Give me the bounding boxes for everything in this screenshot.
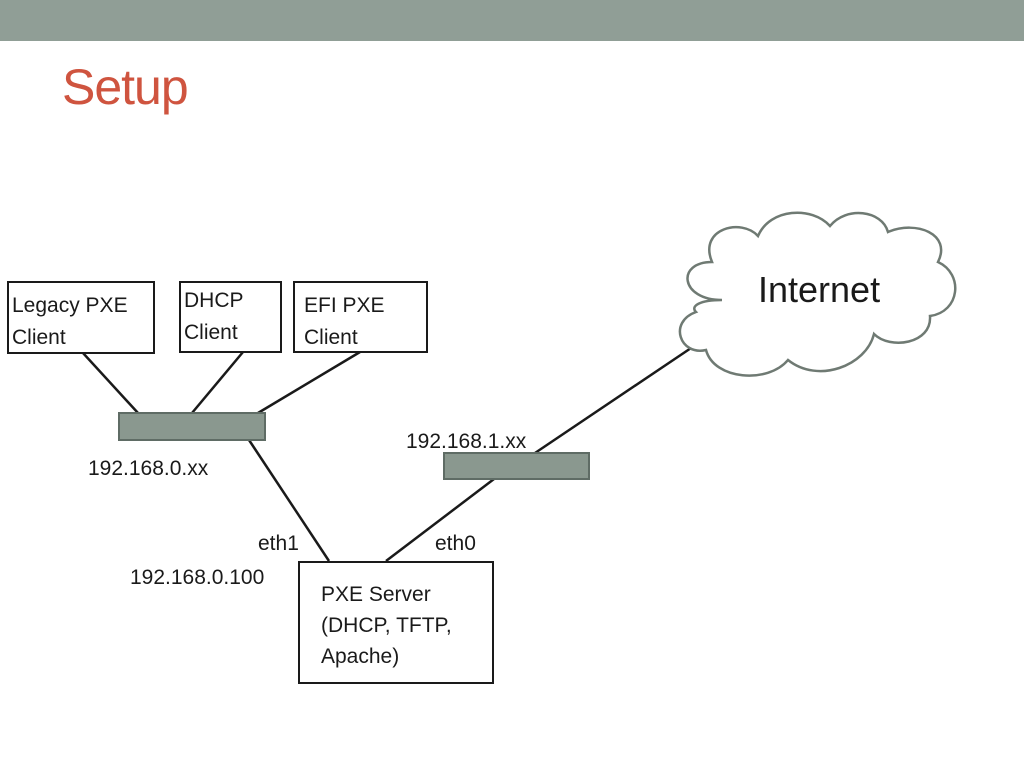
efi-pxe-client-label-line1: EFI PXE — [304, 294, 385, 317]
pxe-server-label-line1: PXE Server — [321, 583, 431, 606]
internet-label: Internet — [758, 269, 881, 310]
link-server-to-wan-switch — [385, 478, 495, 562]
pxe-server-label-line2: (DHCP, TFTP, — [321, 614, 452, 638]
lan-subnet-label: 192.168.0.xx — [88, 457, 209, 480]
slide-title: Setup — [62, 59, 189, 115]
link-wan-switch-to-internet — [534, 340, 701, 455]
link-dhcp-to-lan-switch — [191, 351, 244, 414]
wan-subnet-label: 192.168.1.xx — [406, 430, 527, 453]
top-accent-bar — [0, 0, 1024, 41]
efi-pxe-client-label-line2: Client — [304, 325, 358, 349]
dhcp-client-label-line2: Client — [184, 320, 238, 344]
eth0-label: eth0 — [435, 532, 476, 555]
efi-pxe-client-box: EFI PXE Client — [293, 281, 428, 353]
dhcp-client-box: DHCP Client — [179, 281, 282, 353]
legacy-pxe-client-box: Legacy PXE Client — [7, 281, 155, 354]
link-legacy-to-lan-switch — [82, 352, 139, 414]
lan-switch — [118, 412, 266, 441]
internet-cloud-icon — [678, 211, 957, 377]
legacy-pxe-client-label-line1: Legacy PXE — [12, 294, 128, 317]
pxe-server-box: PXE Server (DHCP, TFTP, Apache) — [298, 561, 494, 684]
dhcp-client-label-line1: DHCP — [184, 289, 244, 312]
eth1-label: eth1 — [258, 532, 299, 555]
pxe-server-label-line3: Apache) — [321, 645, 400, 669]
link-lan-switch-to-server — [247, 439, 331, 562]
server-ip-label: 192.168.0.100 — [130, 566, 265, 589]
legacy-pxe-client-label-line2: Client — [12, 325, 66, 349]
link-efi-to-lan-switch — [257, 350, 361, 415]
wan-switch — [443, 452, 590, 480]
